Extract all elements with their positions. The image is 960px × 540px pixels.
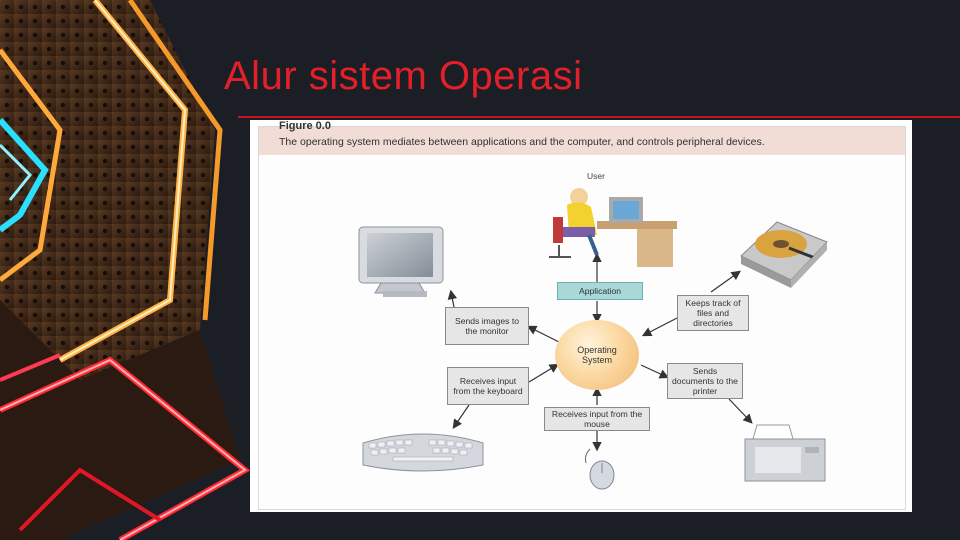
mouse-icon — [585, 448, 615, 490]
monitor-box: Sends images to the monitor — [445, 307, 529, 345]
slide-title: Alur sistem Operasi — [224, 54, 583, 98]
title-underline — [238, 116, 960, 118]
os-diagram-figure: Figure 0.0 The operating system mediates… — [250, 120, 912, 512]
keyboard-icon — [362, 433, 484, 472]
arrow-keyboard-to-os — [528, 363, 560, 383]
mouse-box: Receives input from the mouse — [544, 407, 650, 431]
os-label-line2: System — [581, 355, 612, 365]
arrow-files-to-os — [641, 316, 680, 337]
operating-system-node: Operating System — [555, 320, 639, 390]
arrow-printer-box — [728, 398, 753, 424]
figure-frame: Figure 0.0 The operating system mediates… — [258, 120, 906, 510]
arrow-keyboard-box — [452, 404, 470, 429]
neon-background-art — [0, 0, 280, 540]
application-box: Application — [557, 282, 643, 300]
keyboard-box: Receives input from the keyboard — [447, 367, 529, 405]
files-box: Keeps track of files and directories — [677, 295, 749, 331]
arrow-files-to-drive — [710, 270, 741, 293]
hard-drive-icon — [740, 221, 828, 288]
os-label-line1: Operating — [577, 345, 617, 355]
figure-caption: The operating system mediates between ap… — [279, 136, 765, 148]
monitor-icon — [358, 226, 444, 297]
user-label: User — [587, 171, 605, 181]
arrow-os-to-monitor — [526, 325, 560, 343]
arrow-box-to-monitor — [447, 289, 458, 308]
figure-number-partial: Figure 0.0 — [279, 120, 331, 132]
printer-icon — [744, 424, 826, 482]
user-at-desk-icon — [549, 188, 677, 267]
diagram-arrows — [447, 252, 753, 452]
arrow-os-to-printer — [640, 364, 670, 379]
printer-box: Sends documents to the printer — [667, 363, 743, 399]
figure-caption-band: Figure 0.0 The operating system mediates… — [259, 120, 905, 155]
